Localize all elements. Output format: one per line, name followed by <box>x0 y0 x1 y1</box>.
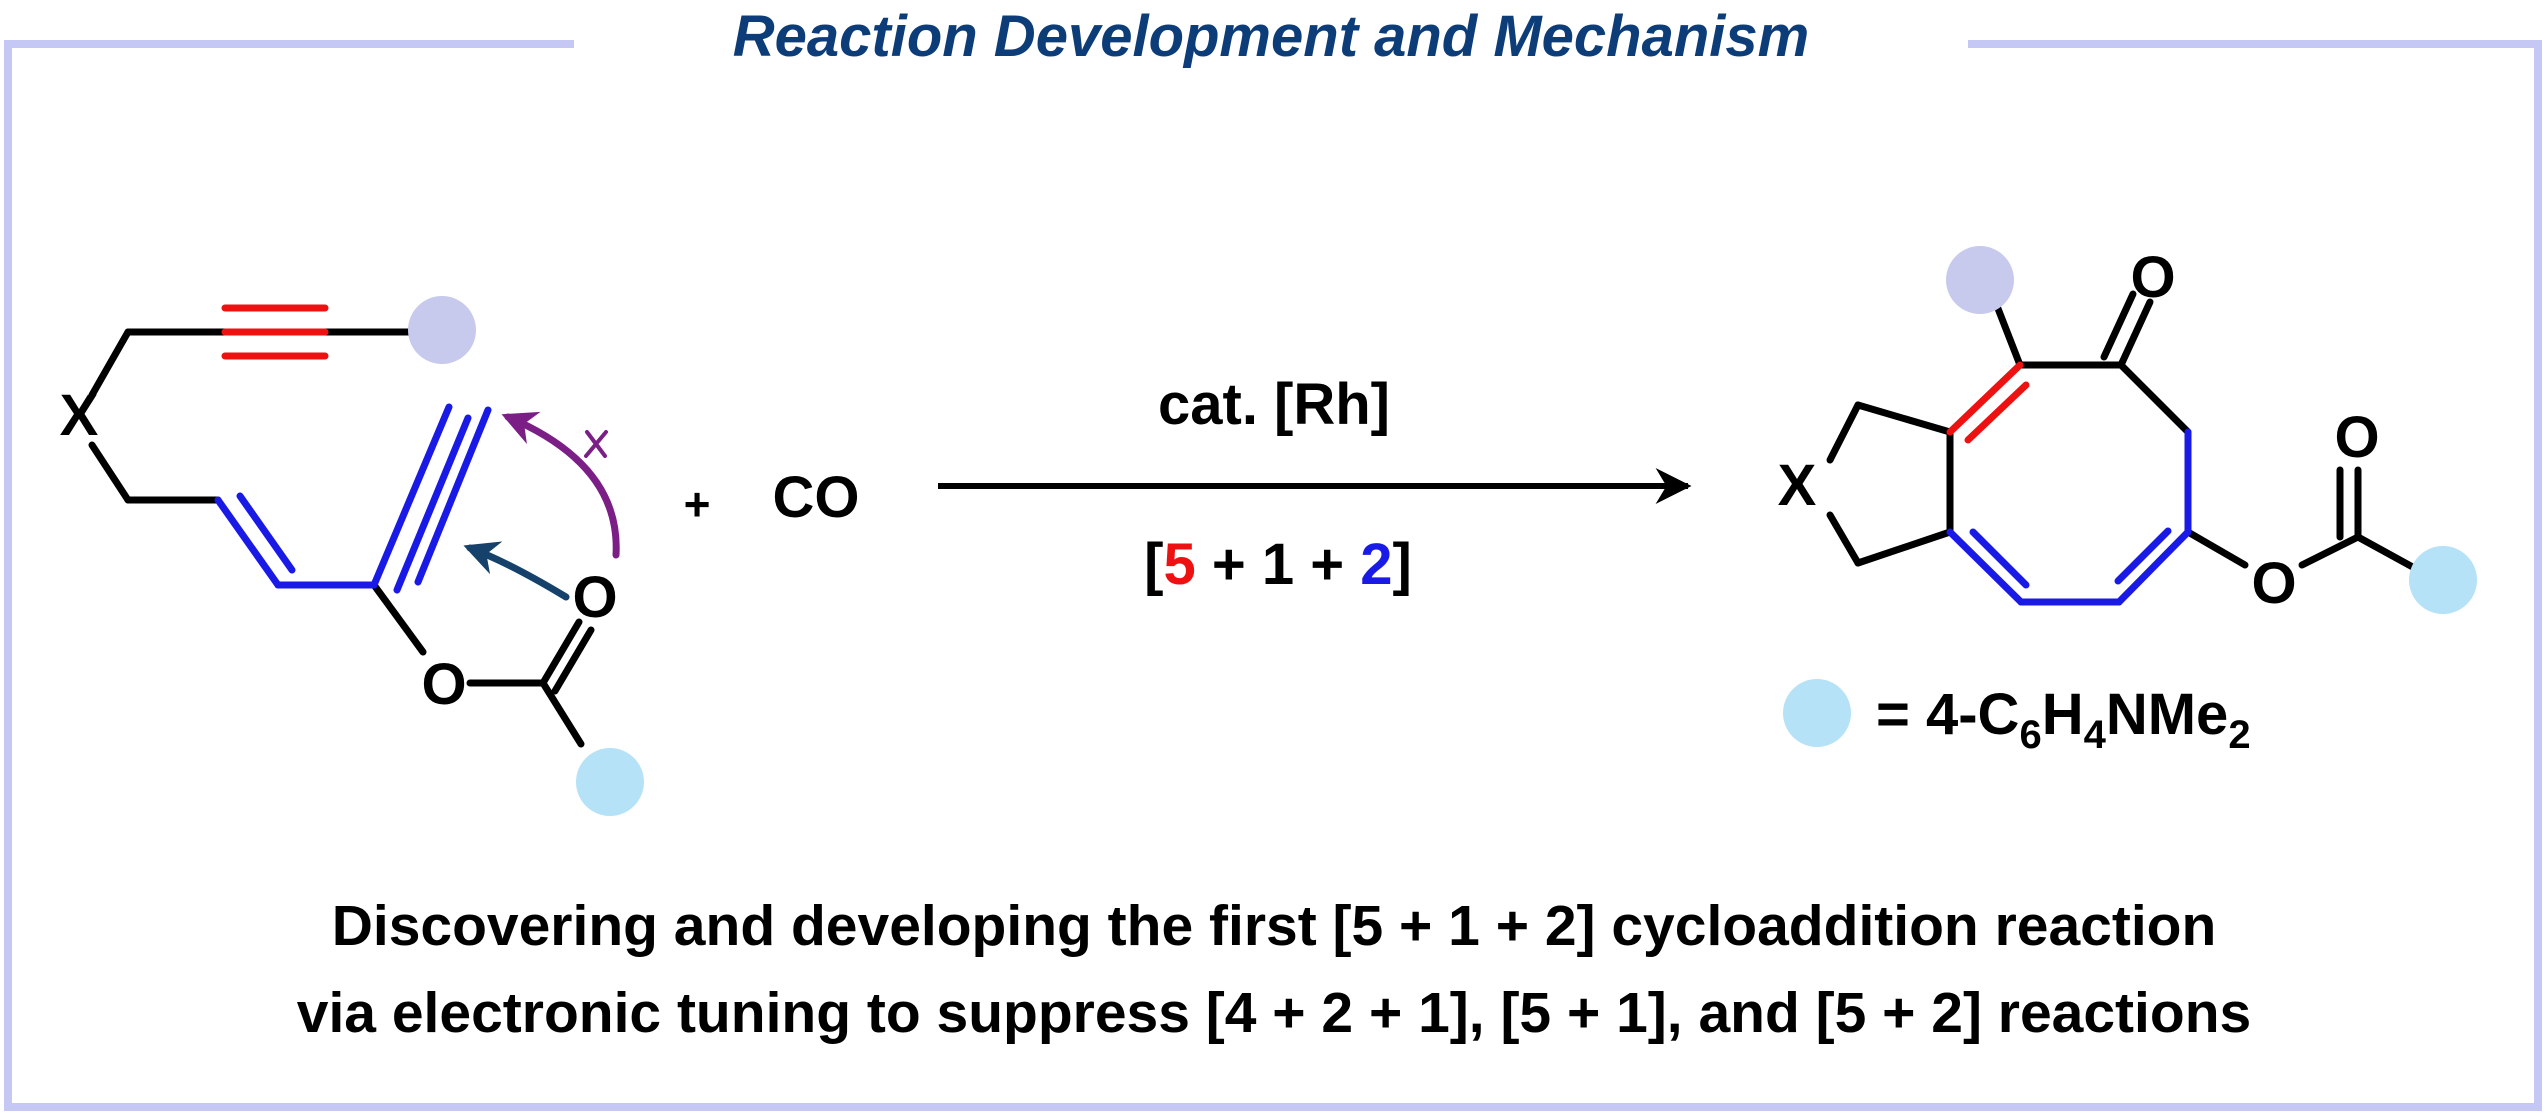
legend-label: = 4-C6H4NMe2 <box>1876 682 2251 757</box>
legend-equals: = 4-C <box>1876 682 2019 747</box>
co-label: CO <box>773 465 860 530</box>
blue-two: 2 <box>1360 532 1392 597</box>
purple-curved-arrow <box>501 411 620 559</box>
reactant-carbonyl-o-label: O <box>572 565 617 630</box>
product-cyan-dot <box>2409 546 2477 614</box>
cycloaddition-label: [5 + 1 + 2] <box>1144 532 1412 597</box>
legend-cyan-dot <box>1783 679 1851 747</box>
product-molecule <box>1826 290 2424 606</box>
legend-sub6: 6 <box>2019 713 2041 757</box>
legend-sub4: 4 <box>2084 713 2107 757</box>
catalyst-label: cat. [Rh] <box>1158 372 1390 437</box>
vinyl-propargyl-blue-bonds <box>214 403 492 594</box>
lavender-aryl-dot <box>408 296 476 364</box>
legend-nme: NMe <box>2106 682 2228 747</box>
bracket-close: ] <box>1393 532 1412 597</box>
product-ketone-o-label: O <box>2130 245 2175 310</box>
reactant-black-bonds <box>88 328 595 748</box>
product-red-bond <box>1946 361 2030 444</box>
frame <box>4 40 2542 1111</box>
blocked-mark <box>584 430 608 458</box>
reactant-molecule <box>88 304 620 748</box>
caption-line-2: via electronic tuning to suppress [4 + 2… <box>297 981 2251 1045</box>
reactant-x-label: X <box>60 383 99 448</box>
product-ester-o-label: O <box>2251 551 2296 616</box>
teal-curved-arrow <box>463 541 570 601</box>
product-lavender-dot <box>1946 246 2014 314</box>
product-x-label: X <box>1778 453 1817 518</box>
plus-sign: + <box>684 478 711 530</box>
product-black-bonds <box>1826 290 2424 575</box>
alkyne-red-bond <box>221 304 329 360</box>
reactant-ester-o-label: O <box>421 652 466 717</box>
legend-h: H <box>2042 682 2084 747</box>
product-blue-bonds <box>1946 428 2192 606</box>
page-title: Reaction Development and Mechanism <box>733 4 1809 69</box>
cyan-aryl-dot <box>576 748 644 816</box>
bracket-open: [ <box>1144 532 1163 597</box>
caption-line-1: Discovering and developing the first [5 … <box>332 894 2217 958</box>
plus-one-plus: + 1 + <box>1196 532 1360 597</box>
product-carbonyl-o-label: O <box>2334 405 2379 470</box>
red-five: 5 <box>1164 532 1196 597</box>
legend-sub2: 2 <box>2228 713 2250 757</box>
